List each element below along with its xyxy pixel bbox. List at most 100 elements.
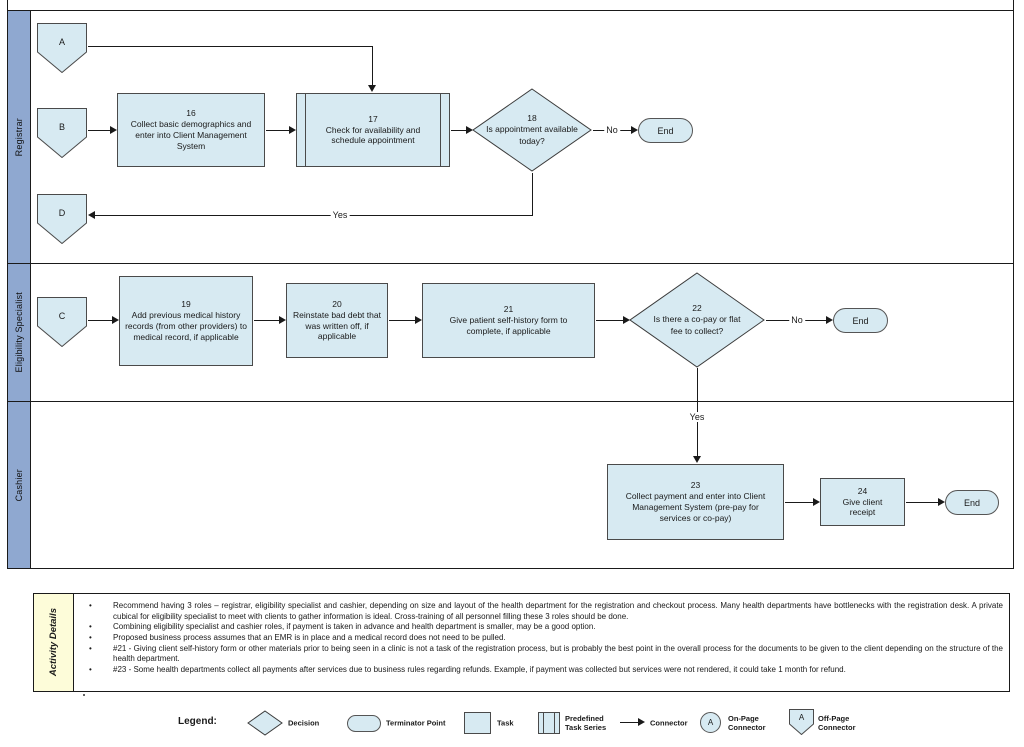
terminator-end-eligibility: End xyxy=(833,308,888,333)
terminator-end-registrar: End xyxy=(638,118,693,143)
decision-text: Is appointment available today? xyxy=(486,124,578,146)
legend-decision-icon xyxy=(247,710,283,736)
pentagon-shape xyxy=(37,297,87,347)
flow-line-18-yes-drop xyxy=(532,173,533,215)
lane-divider-top xyxy=(7,10,1014,11)
activity-detail-bullet: #21 - Giving client self-history form or… xyxy=(88,644,1003,665)
legend-off-page-label: Off-Page Connector xyxy=(818,714,856,732)
arrowhead-20-21 xyxy=(415,316,422,324)
task-17-predefined-series: 17 Check for availability and schedule a… xyxy=(296,93,450,167)
swimlane-label-registrar: Registrar xyxy=(7,10,31,264)
decision-text: Is there a co-pay or flat fee to collect… xyxy=(653,314,741,336)
lane-divider-2 xyxy=(7,401,1014,402)
arrowhead-18-end xyxy=(631,126,638,134)
predefined-bar-right xyxy=(440,94,441,166)
activity-detail-bullet: Recommend having 3 roles – registrar, el… xyxy=(88,601,1003,622)
swimlane-label-eligibility-specialist: Eligibility Specialist xyxy=(7,263,31,402)
flow-line-17-to-18 xyxy=(451,130,466,131)
arrowhead-23-24 xyxy=(813,498,820,506)
task-text: Check for availability and schedule appo… xyxy=(325,124,421,146)
end-text: End xyxy=(963,497,980,508)
end-text: End xyxy=(852,315,869,326)
decision-18: 18 Is appointment available today? xyxy=(472,88,592,172)
legend-predefined-label: Predefined Task Series xyxy=(565,714,607,732)
off-page-connector-b: B xyxy=(37,108,87,158)
arrowhead-into-23 xyxy=(693,456,701,463)
decision-22: 22 Is there a co-pay or flat fee to coll… xyxy=(629,272,765,368)
arrowhead-17-18 xyxy=(466,126,473,134)
task-number: 19 xyxy=(181,299,191,310)
task-text: Give client receipt xyxy=(842,496,883,518)
lane-label: Registrar xyxy=(14,117,24,157)
connector-letter: B xyxy=(58,122,65,132)
flow-line-23-to-24 xyxy=(785,502,813,503)
predefined-bar-right xyxy=(554,713,555,733)
pentagon-shape xyxy=(37,194,87,244)
task-number: 17 xyxy=(368,113,378,124)
legend-task-label: Task xyxy=(497,718,514,728)
task-16: 16 Collect basic demographics and enter … xyxy=(117,93,265,167)
legend-predefined-task-icon xyxy=(538,712,560,734)
task-number: 16 xyxy=(186,108,196,119)
label-yes-22: Yes xyxy=(687,412,707,422)
task-number: 20 xyxy=(332,298,342,309)
connector-letter: A xyxy=(798,713,805,722)
lane-divider-1 xyxy=(7,263,1014,264)
task-text: Reinstate bad debt that was written off,… xyxy=(293,309,381,342)
arrowhead-into-17 xyxy=(368,85,376,92)
activity-detail-bullet: Combining eligibility specialist and cas… xyxy=(88,622,1003,633)
off-page-connector-d: D xyxy=(37,194,87,244)
activity-details-tab: Activity Details xyxy=(34,594,74,691)
predefined-bar-left xyxy=(543,713,544,733)
swimlane-label-cashier: Cashier xyxy=(7,401,31,569)
terminator-end-cashier: End xyxy=(945,490,999,515)
legend-connector-arrowhead xyxy=(638,718,645,726)
legend-decision-label: Decision xyxy=(288,718,320,728)
task-text: Give patient self-history form to comple… xyxy=(449,315,568,336)
stray-bullet-dot xyxy=(83,694,85,696)
diamond-shape xyxy=(629,272,765,368)
task-number: 23 xyxy=(690,480,701,491)
arrowhead-16-17 xyxy=(289,126,296,134)
diamond-shape xyxy=(472,88,592,172)
pentagon-shape xyxy=(37,108,87,158)
legend-connector-label: Connector xyxy=(650,718,688,728)
lane-label: Eligibility Specialist xyxy=(14,292,24,373)
flow-line-a-to-17 xyxy=(88,46,373,47)
flow-line-20-to-21 xyxy=(389,320,415,321)
flow-line-16-to-17 xyxy=(266,130,289,131)
task-text: Collect basic demographics and enter int… xyxy=(130,119,252,151)
flow-line-b-to-16 xyxy=(88,130,110,131)
flow-line-c-to-19 xyxy=(88,320,112,321)
activity-detail-bullet: Proposed business process assumes that a… xyxy=(88,633,1003,644)
label-no-22: No xyxy=(789,315,805,325)
predefined-bar-left xyxy=(305,94,306,166)
legend-on-page-connector-icon: A xyxy=(700,712,721,733)
arrowhead-into-d xyxy=(88,211,95,219)
off-page-connector-a: A xyxy=(37,23,87,73)
connector-letter: A xyxy=(707,718,714,727)
legend-terminator-icon xyxy=(347,715,381,732)
legend-terminator-label: Terminator Point xyxy=(386,718,446,728)
arrowhead-into-19 xyxy=(112,316,119,324)
legend-title: Legend: xyxy=(178,716,217,727)
connector-letter: A xyxy=(58,37,65,47)
off-page-connector-c: C xyxy=(37,297,87,347)
task-text: Add previous medical history records (fr… xyxy=(125,310,247,342)
activity-details-list: Recommend having 3 roles – registrar, el… xyxy=(88,601,1003,675)
decision-number: 22 xyxy=(692,303,702,314)
connector-letter: D xyxy=(58,208,66,218)
legend-connector-icon xyxy=(620,722,638,723)
arrowhead-22-end xyxy=(826,316,833,324)
flow-line-21-to-22 xyxy=(596,320,623,321)
task-19: 19 Add previous medical history records … xyxy=(119,276,253,366)
pentagon-shape xyxy=(37,23,87,73)
flow-line-19-to-20 xyxy=(254,320,279,321)
task-23: 23 Collect payment and enter into Client… xyxy=(607,464,784,540)
flow-line-24-to-end xyxy=(906,502,938,503)
label-yes-18: Yes xyxy=(330,210,350,220)
arrowhead-21-22 xyxy=(623,316,630,324)
activity-detail-bullet: #23 - Some health departments collect al… xyxy=(88,665,1003,676)
legend-on-page-label: On-Page Connector xyxy=(728,714,766,732)
